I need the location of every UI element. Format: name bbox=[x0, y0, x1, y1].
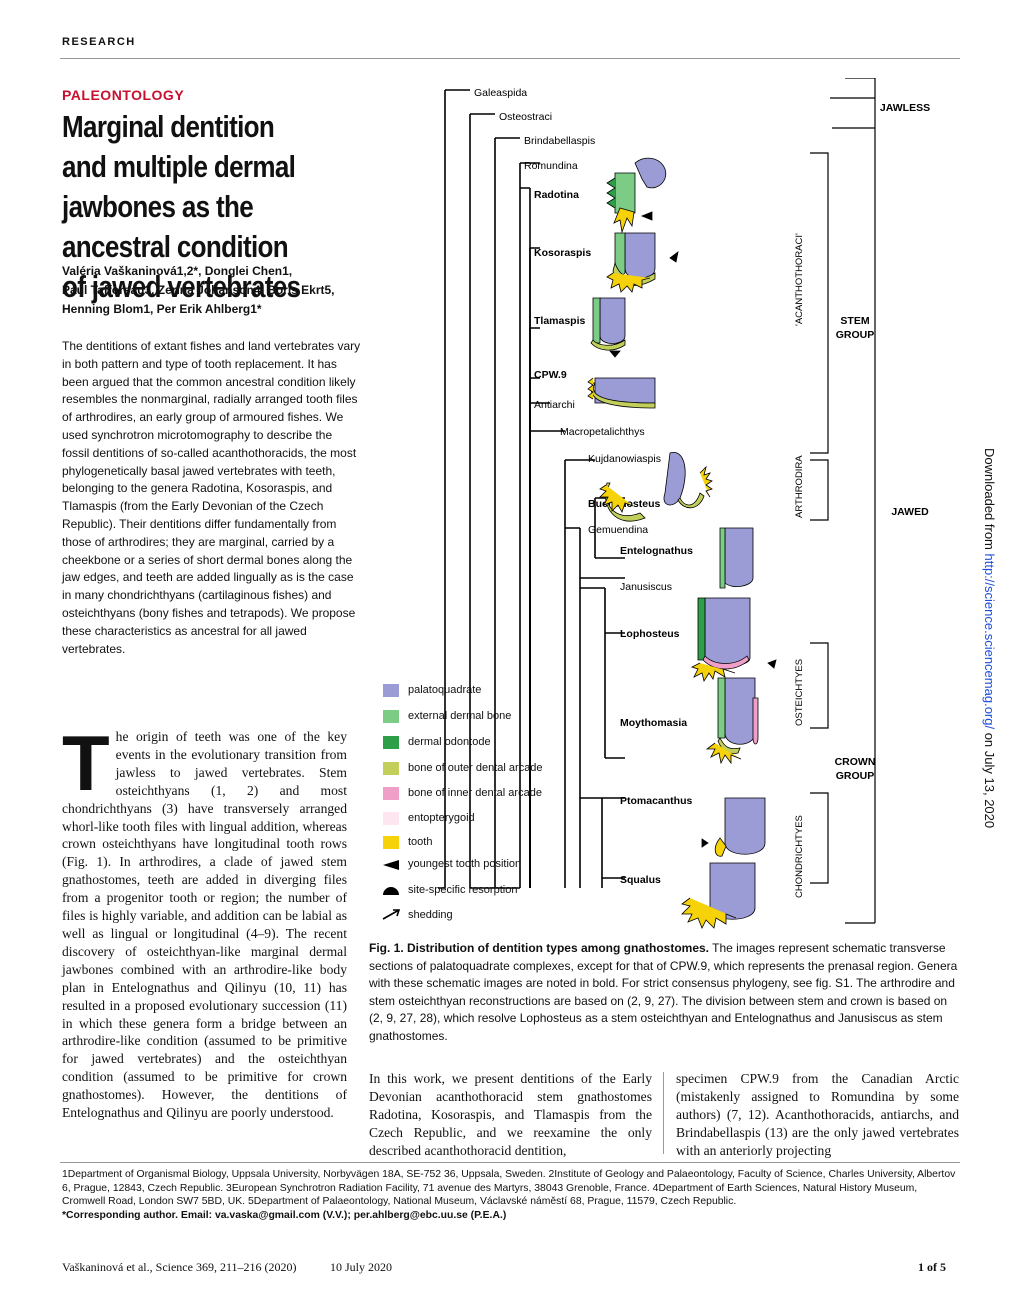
tooth-swatch bbox=[383, 836, 399, 849]
legend-label: palatoquadrate bbox=[408, 684, 482, 696]
author-list: Valéria Vaškaninová1,2*, Donglei Chen1, … bbox=[62, 262, 362, 319]
author-line: Henning Blom1, Per Erik Ahlberg1* bbox=[62, 302, 262, 316]
footer-citation: Vaškaninová et al., Science 369, 211–216… bbox=[62, 1260, 297, 1274]
dermal-odontode-swatch bbox=[383, 736, 399, 749]
footnote-rule bbox=[60, 1162, 960, 1163]
download-prefix: Downloaded from bbox=[982, 448, 997, 554]
clade-label: ARTHRODIRA bbox=[794, 455, 805, 518]
download-note: Downloaded from http://science.sciencema… bbox=[982, 448, 997, 848]
legend-label: shedding bbox=[408, 909, 453, 921]
body-column-1: T he origin of teeth was one of the key … bbox=[62, 719, 347, 1122]
clade-label: 'ACANTHOTHORACI' bbox=[794, 233, 805, 326]
legend-label: tooth bbox=[408, 836, 433, 848]
taxon-label: Galeaspida bbox=[474, 87, 527, 99]
group-brackets bbox=[810, 78, 876, 924]
author-line: Paul Tafforeau3, Zerina Johanson4, Boris… bbox=[62, 283, 335, 297]
footer-date: 10 July 2020 bbox=[330, 1260, 393, 1274]
header-rule bbox=[60, 58, 960, 59]
taxon-label: Squalus bbox=[620, 874, 661, 886]
external-dermal-bone-swatch bbox=[383, 710, 399, 723]
caption-text: The images represent schematic transvers… bbox=[369, 941, 958, 1043]
legend-label: bone of outer dental arcade bbox=[408, 762, 543, 774]
legend-label: dermal odontode bbox=[408, 736, 491, 748]
abstract: The dentitions of extant fishes and land… bbox=[62, 339, 361, 656]
entopterygoid-swatch bbox=[383, 812, 399, 825]
corresponding-author: *Corresponding author. Email: va.vaska@g… bbox=[62, 1209, 507, 1221]
legend-label: bone of inner dental arcade bbox=[408, 787, 542, 799]
taxon-label: Osteostraci bbox=[499, 111, 552, 123]
group-label-jawless: JAWLESS bbox=[880, 102, 930, 114]
taxon-label: Kujdanowiaspis bbox=[588, 453, 661, 465]
half-circle-icon bbox=[383, 887, 399, 895]
tree-lines bbox=[438, 89, 625, 889]
caption-title: Fig. 1. Distribution of dentition types … bbox=[369, 941, 710, 955]
body-column-3: specimen CPW.9 from the Canadian Arctic … bbox=[676, 1071, 959, 1158]
shedding-arrow-icon bbox=[382, 909, 401, 920]
legend-label: site-specific resorption bbox=[408, 884, 518, 896]
group-label-crown: CROWN bbox=[835, 756, 876, 768]
page-number: 1 of 5 bbox=[918, 1260, 946, 1274]
taxon-label: Tlamaspis bbox=[534, 315, 586, 327]
affiliations: 1Department of Organismal Biology, Uppsa… bbox=[62, 1169, 956, 1208]
taxon-label: Gemuendina bbox=[588, 524, 648, 536]
phylogeny-figure: Galeaspida Osteostraci Brindabellaspis R… bbox=[438, 78, 930, 929]
group-label-crown: GROUP bbox=[836, 770, 875, 782]
taxon-label: Ptomacanthus bbox=[620, 795, 693, 807]
download-link[interactable]: http://science.sciencemag.org/ bbox=[982, 553, 997, 730]
footnotes: 1Department of Organismal Biology, Uppsa… bbox=[62, 1168, 957, 1222]
article-title: Marginal dentition and multiple dermal j… bbox=[62, 109, 301, 304]
group-label-jawed: JAWED bbox=[891, 506, 929, 518]
taxon-label: Janusiscus bbox=[620, 581, 672, 593]
body-column-2: In this work, we present dentitions of t… bbox=[369, 1071, 652, 1158]
taxon-label: Moythomasia bbox=[620, 717, 687, 729]
group-label-stem: GROUP bbox=[836, 329, 875, 341]
taxon-label: Macropetalichthys bbox=[560, 426, 645, 438]
download-suffix: on July 13, 2020 bbox=[982, 729, 997, 829]
section-label: RESEARCH bbox=[62, 36, 136, 48]
author-line: Valéria Vaškaninová1,2*, Donglei Chen1, bbox=[62, 264, 293, 278]
column-divider bbox=[663, 1072, 664, 1154]
taxon-label: Lophosteus bbox=[620, 628, 680, 640]
clade-label: CHONDRICHTYES bbox=[794, 815, 805, 898]
body-text: he origin of teeth was one of the key ev… bbox=[62, 729, 347, 1121]
rotated-group-labels: 'ACANTHOTHORACI' ARTHRODIRA OSTEICHTYES … bbox=[794, 233, 805, 898]
group-labels: JAWLESS STEM GROUP JAWED CROWN GROUP bbox=[835, 102, 930, 782]
figure-caption: Fig. 1. Distribution of dentition types … bbox=[369, 940, 959, 1046]
taxon-label: Kosoraspis bbox=[534, 247, 591, 259]
jaw-schematics bbox=[587, 157, 777, 929]
legend-label: entopterygoid bbox=[408, 812, 475, 824]
taxon-label: CPW.9 bbox=[534, 369, 567, 381]
legend-label: youngest tooth position bbox=[408, 858, 522, 870]
taxon-label: Radotina bbox=[534, 189, 579, 201]
taxon-label: Antiarchi bbox=[534, 399, 575, 411]
triangle-icon bbox=[383, 860, 399, 870]
inner-dental-arcade-swatch bbox=[383, 787, 399, 800]
taxon-label: Romundina bbox=[524, 160, 578, 172]
taxon-label: Entelognathus bbox=[620, 545, 693, 557]
legend-label: external dermal bone bbox=[408, 710, 512, 722]
taxon-label: Brindabellaspis bbox=[524, 135, 595, 147]
drop-cap: T bbox=[62, 719, 110, 807]
palatoquadrate-swatch bbox=[383, 684, 399, 697]
group-label-stem: STEM bbox=[840, 315, 869, 327]
topic-label: PALEONTOLOGY bbox=[62, 87, 185, 103]
clade-label: OSTEICHTYES bbox=[794, 659, 805, 726]
outer-dental-arcade-swatch bbox=[383, 762, 399, 775]
